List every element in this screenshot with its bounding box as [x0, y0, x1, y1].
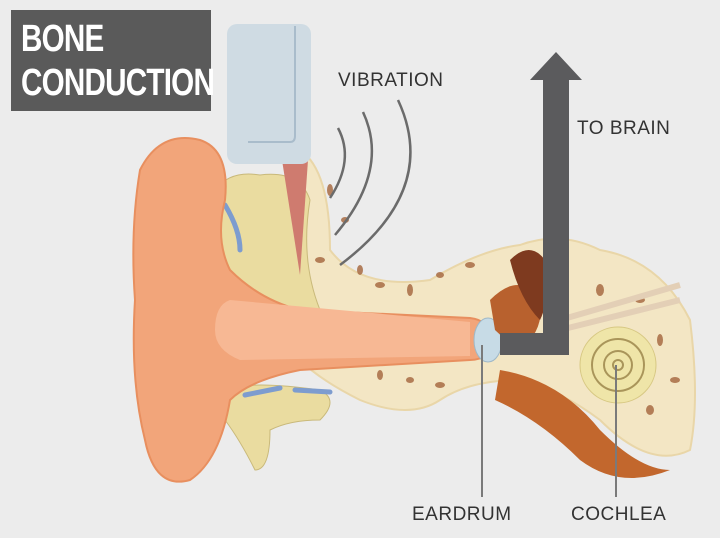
title-box: BONE CONDUCTION	[11, 10, 215, 111]
ear-canal	[215, 300, 470, 360]
outer-ear	[132, 137, 492, 483]
vibration-label: VIBRATION	[338, 70, 444, 91]
vibration-waves	[328, 99, 412, 266]
title-line-2: CONDUCTION	[21, 62, 215, 104]
to-brain-arrow	[500, 52, 582, 355]
cochlea-label: COCHLEA	[571, 504, 667, 525]
to-brain-label: TO BRAIN	[577, 118, 671, 139]
eardrum-label: EARDRUM	[412, 504, 512, 525]
bone-conduction-device	[227, 24, 311, 164]
title-line-1: BONE	[21, 18, 104, 60]
